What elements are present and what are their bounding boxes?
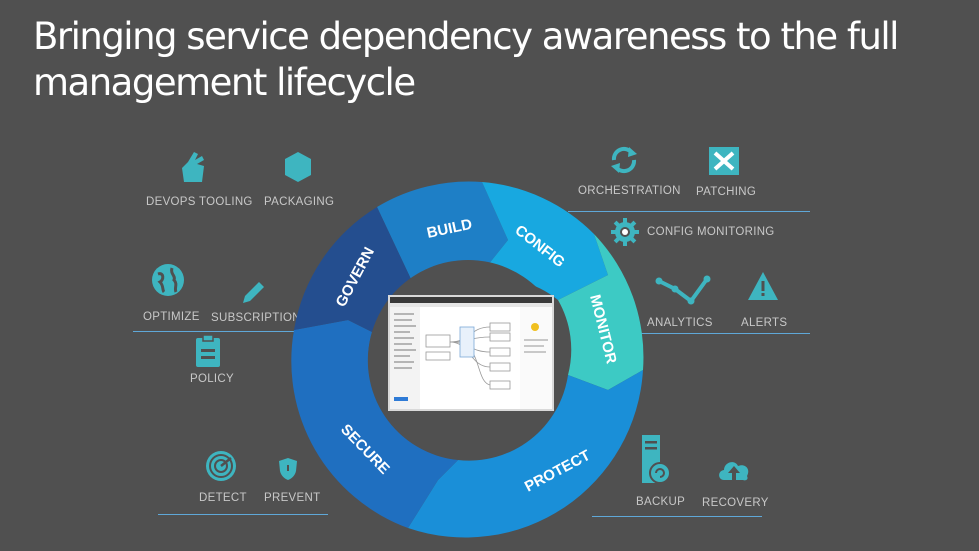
page-title: Bringing service dependency awareness to… (33, 15, 899, 104)
prevent-label: PREVENT (264, 492, 321, 504)
cloud-upload-icon (719, 462, 749, 481)
gear-icon (611, 218, 639, 246)
packaging-label: PACKAGING (264, 196, 335, 208)
alerts-label: ALERTS (741, 317, 788, 329)
app-screenshot-thumbnail (388, 295, 554, 411)
recovery-label: RECOVERY (702, 497, 769, 509)
warning-icon (748, 272, 778, 300)
devops-tooling-label: DEVOPS TOOLING (146, 196, 253, 208)
wheel-segment-monitor (558, 234, 644, 390)
refresh-cycle-icon (611, 146, 637, 174)
clipboard-icon (196, 334, 220, 367)
shield-icon (279, 458, 297, 480)
analytics-label: ANALYTICS (647, 317, 713, 329)
policy-label: POLICY (190, 373, 234, 385)
orchestration-divider (568, 211, 810, 212)
wheel-segment-secure (291, 320, 458, 528)
radar-icon (206, 451, 236, 481)
detect-divider (158, 514, 328, 515)
dependency-map-preview (390, 297, 552, 409)
server-icon (642, 435, 671, 484)
patching-label: PATCHING (696, 186, 757, 198)
globe-icon (152, 264, 184, 296)
backup-label: BACKUP (636, 496, 686, 508)
optimize-label: OPTIMIZE (143, 311, 200, 323)
optimize-divider (133, 331, 303, 332)
subscription-label: SUBSCRIPTION (211, 312, 301, 324)
tools-cross-icon (709, 147, 739, 175)
wheel-segment-protect (408, 370, 643, 538)
hand-tool-icon (182, 152, 204, 182)
hexagon-package-icon (285, 152, 311, 182)
line-chart-icon (655, 275, 711, 305)
wheel-segment-govern (294, 207, 418, 332)
pen-icon (243, 282, 264, 303)
backup-divider (592, 516, 762, 517)
analytics-divider (640, 333, 810, 334)
config-monitoring-label: CONFIG MONITORING (647, 226, 775, 238)
detect-label: DETECT (199, 492, 247, 504)
orchestration-label: ORCHESTRATION (578, 185, 681, 197)
